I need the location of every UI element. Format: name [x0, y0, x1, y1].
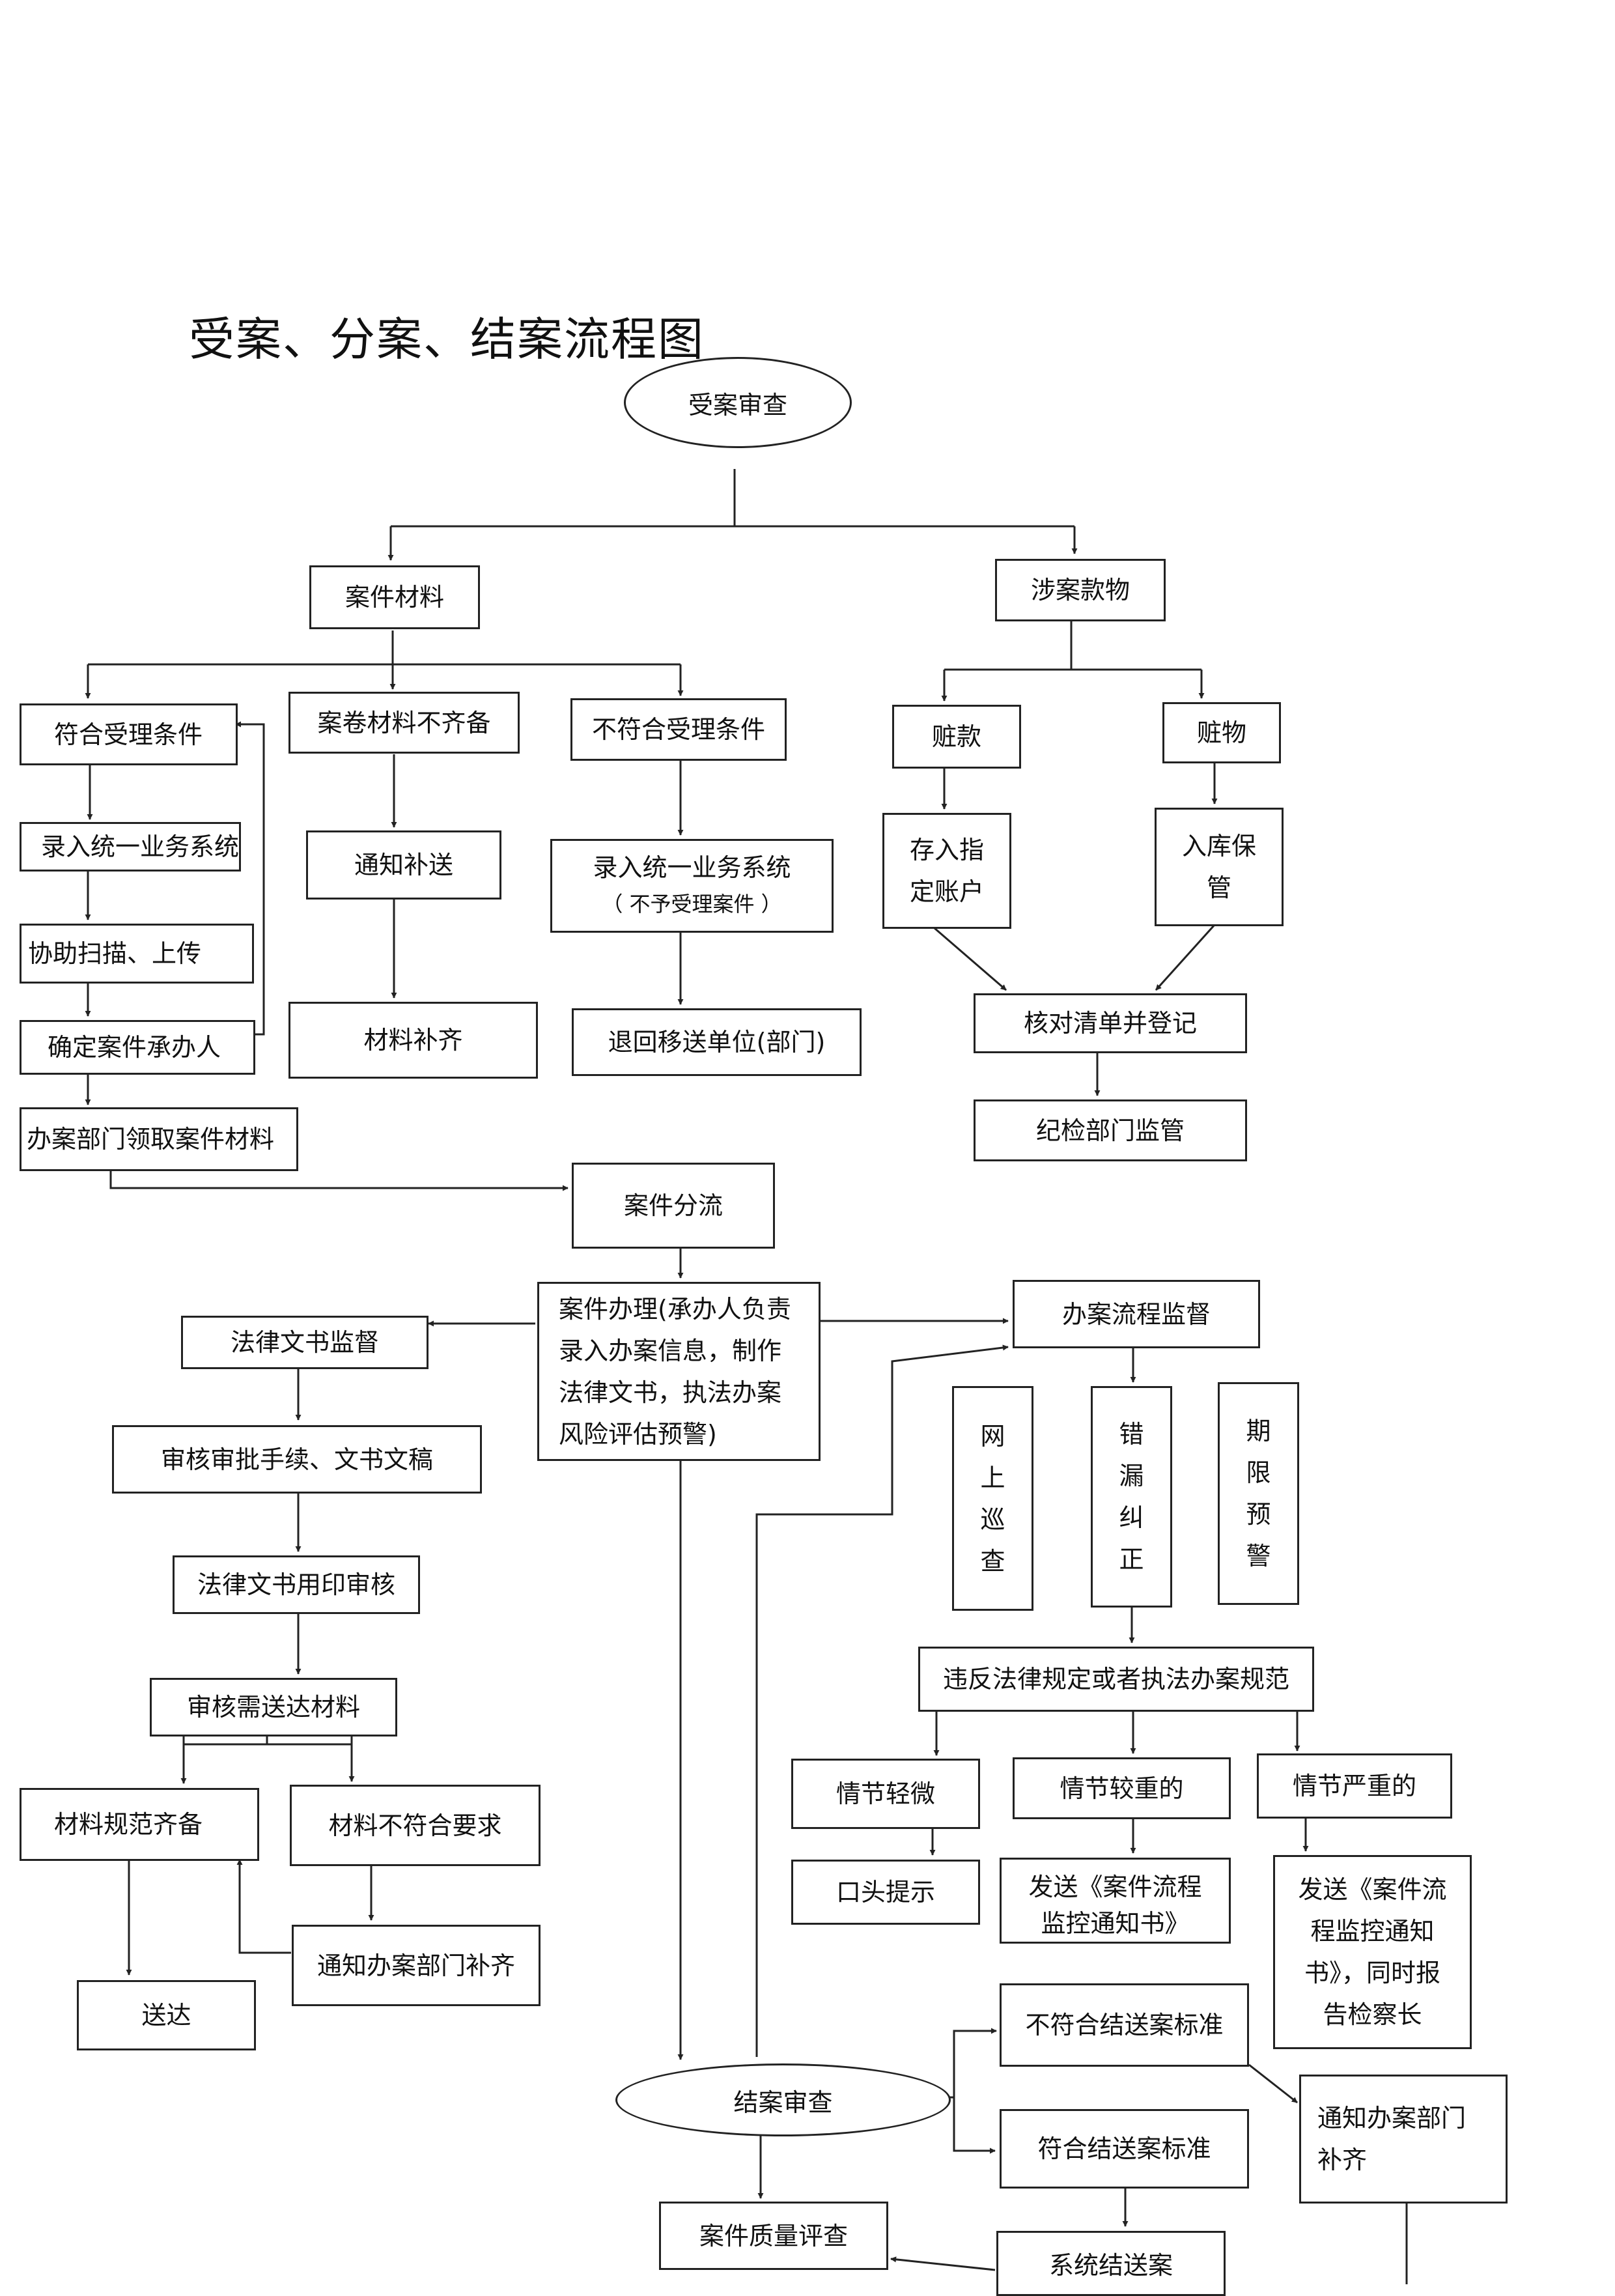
node-shenhe-shouxu: 审核审批手续、文书文稿 — [112, 1425, 482, 1494]
node-lingqu-cailiao: 办案部门领取案件材料 — [20, 1107, 298, 1171]
char: 错 — [1119, 1420, 1144, 1449]
connector-tongzhi-guifan — [236, 1859, 291, 1954]
node-fuhe-shouli: 符合受理条件 — [20, 703, 238, 765]
char: 期 — [1246, 1417, 1271, 1445]
node-fasong-tongzhishu: 发送《案件流程 监控通知书》 — [1000, 1858, 1231, 1944]
node-fasong2-line4: 告检察长 — [1323, 2000, 1422, 2029]
node-tongzhi-bumen-buqi: 通知办案部门补齐 — [292, 1925, 541, 2006]
node-tongzhi-jie-line2: 补齐 — [1317, 2146, 1368, 2174]
char: 正 — [1119, 1545, 1144, 1574]
page-title: 受案、分案、结案流程图 — [189, 313, 705, 366]
node-koutou-tishi: 口头提示 — [791, 1860, 980, 1925]
node-ruku-baoguan: 入库保 管 — [1155, 808, 1284, 926]
node-tongzhi-busong: 通知补送 — [306, 830, 501, 900]
node-anjuan-buqibei: 案卷材料不齐备 — [288, 692, 520, 754]
node-qixian-yujing: 期 限 预 警 — [1218, 1382, 1299, 1605]
node-shouan-shencha: 受案审查 — [624, 357, 852, 448]
connector-return-liucheng — [755, 1344, 1009, 2057]
node-fuhe-jiesong: 符合结送案标准 — [1000, 2109, 1249, 2189]
node-cunru-line2: 定账户 — [909, 877, 984, 906]
char: 查 — [980, 1546, 1005, 1576]
node-falv-wenshu-jiandu: 法律文书监督 — [181, 1316, 428, 1369]
connector-xitong-zhiliang — [890, 2256, 996, 2271]
node-songda: 送达 — [77, 1980, 256, 2050]
node-cuolou-jiuzheng: 错 漏 纠 正 — [1091, 1386, 1172, 1608]
char: 网 — [980, 1421, 1005, 1451]
node-banli-line2: 录入办案信息，制作 — [559, 1336, 782, 1365]
char: 限 — [1246, 1458, 1271, 1487]
node-songda-cailiao: 审核需送达材料 — [150, 1678, 397, 1736]
node-banli-line4: 风险评估预警) — [559, 1419, 717, 1449]
node-jiean-shencha: 结案审查 — [615, 2063, 951, 2136]
connector-cunru-hedui — [934, 927, 1007, 991]
char: 上 — [980, 1463, 1005, 1492]
node-ruku-line1: 入库保 — [1181, 832, 1256, 860]
node-wangshang-xuncha: 网 上 巡 查 — [952, 1386, 1033, 1611]
node-bufuhe-shouli: 不符合受理条件 — [570, 698, 787, 761]
node-luru-buyu-line1: 录入统一业务系统 — [593, 853, 791, 882]
node-luru-buyu-line2: （ 不予受理案件 ） — [602, 892, 782, 916]
connector-lingqu-fenliu — [109, 1163, 569, 1191]
node-fasong2-line3: 书》，同时报 — [1304, 1959, 1440, 1987]
connector-ruku-hedui — [1155, 924, 1216, 991]
char: 纠 — [1119, 1503, 1144, 1532]
node-hedui-qingdan: 核对清单并登记 — [974, 993, 1247, 1053]
node-fasong2-line1: 发送《案件流 — [1298, 1875, 1447, 1904]
node-fasong1-line2: 监控通知书》 — [1041, 1909, 1190, 1938]
node-zhiliang-pingcha: 案件质量评查 — [659, 2202, 888, 2270]
node-banli-line1: 案件办理(承办人负责 — [559, 1294, 791, 1324]
node-yongyin-shenhe: 法律文书用印审核 — [173, 1555, 420, 1614]
char: 漏 — [1119, 1462, 1144, 1490]
node-zangwu: 赃物 — [1162, 702, 1281, 763]
node-tongzhi-jie-line1: 通知办案部门 — [1317, 2104, 1467, 2133]
node-jijian-jianguan: 纪检部门监管 — [974, 1099, 1247, 1161]
node-shean-kuanwu: 涉案款物 — [995, 559, 1166, 621]
node-ruku-line2: 管 — [1206, 873, 1231, 902]
node-luru-xitong: 录入统一业务系统 — [20, 822, 241, 872]
node-tongzhi-bumen-buqi-2: 通知办案部门 补齐 — [1299, 2075, 1508, 2204]
connector-bufuhe-tongzhi — [1248, 2063, 1298, 2104]
connector-jiean-fuhe — [953, 2097, 996, 2154]
node-cailiao-guifan: 材料规范齐备 — [20, 1788, 259, 1861]
node-cunru-zhanghu: 存入指 定账户 — [882, 813, 1011, 929]
node-luru-buyu-shouli: 录入统一业务系统 （ 不予受理案件 ） — [550, 839, 834, 933]
node-cailiao-buqi: 材料补齐 — [288, 1002, 538, 1079]
node-weifan-guiding: 违反法律规定或者执法办案规范 — [918, 1647, 1314, 1712]
node-anjian-banli: 案件办理(承办人负责 录入办案信息，制作 法律文书，执法办案 风险评估预警) — [537, 1282, 821, 1461]
node-xiezhu-saomiao: 协助扫描、上传 — [20, 924, 254, 984]
node-cunru-line1: 存入指 — [909, 836, 984, 864]
node-zangkuan: 赃款 — [892, 705, 1021, 769]
node-anjian-cailiao: 案件材料 — [309, 565, 480, 629]
char: 警 — [1246, 1542, 1271, 1570]
node-fasong2-line2: 程监控通知 — [1310, 1917, 1435, 1946]
node-fasong1-line1: 发送《案件流程 — [1028, 1873, 1202, 1901]
node-qingjie-yanzhong: 情节严重的 — [1257, 1753, 1452, 1819]
node-anjian-fenliu: 案件分流 — [572, 1163, 775, 1249]
node-banan-liucheng-jiandu: 办案流程监督 — [1013, 1280, 1260, 1348]
node-bufuhe-jiesong: 不符合结送案标准 — [1000, 1983, 1249, 2067]
node-qingjie-jiaozhong: 情节较重的 — [1013, 1757, 1231, 1819]
node-queding-chengbanren: 确定案件承办人 — [20, 1020, 255, 1075]
connector-jiean-split — [949, 2028, 997, 2099]
node-banli-line3: 法律文书，执法办案 — [559, 1378, 782, 1407]
connector-queding-loop — [235, 721, 265, 1036]
char: 预 — [1246, 1500, 1271, 1529]
node-qingjie-qingwei: 情节轻微 — [791, 1759, 980, 1829]
char: 巡 — [980, 1505, 1005, 1534]
node-xitong-jiesong: 系统结送案 — [996, 2231, 1226, 2296]
node-tuihui-yisong: 退回移送单位(部门) — [572, 1008, 862, 1076]
node-fasong-baogao: 发送《案件流 程监控通知 书》，同时报 告检察长 — [1273, 1855, 1472, 2049]
node-cailiao-bufuhe-yaoqiu: 材料不符合要求 — [290, 1785, 541, 1866]
